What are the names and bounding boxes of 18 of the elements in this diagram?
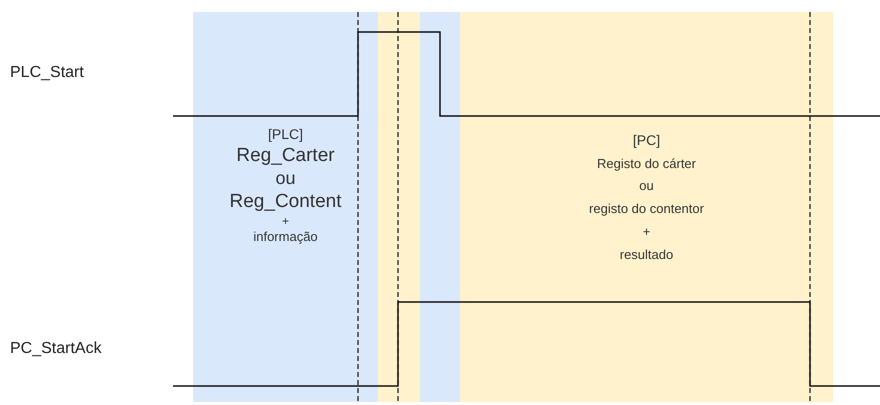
empty-phase-band — [378, 12, 420, 402]
band-text: informação — [253, 228, 318, 245]
band-text: ou — [639, 177, 654, 196]
signal-name: PLC_Start — [10, 64, 84, 82]
phase-band — [193, 12, 378, 402]
band-text: resultado — [620, 246, 674, 264]
empty-phase-band — [420, 12, 460, 402]
band-text: Reg_Content — [230, 190, 342, 214]
phase-band — [460, 12, 833, 402]
band-text: Registo do cárter — [597, 154, 696, 173]
band-heading: [PC] — [632, 131, 660, 150]
band-text: + — [642, 222, 650, 241]
band-text: Reg_Carter — [236, 144, 335, 168]
band-text: + — [282, 214, 289, 228]
band-heading: [PLC] — [268, 126, 303, 144]
band-text: registo do contentor — [589, 200, 704, 218]
band-text: ou — [275, 167, 296, 190]
signal-name: PC_StartAck — [10, 340, 102, 358]
